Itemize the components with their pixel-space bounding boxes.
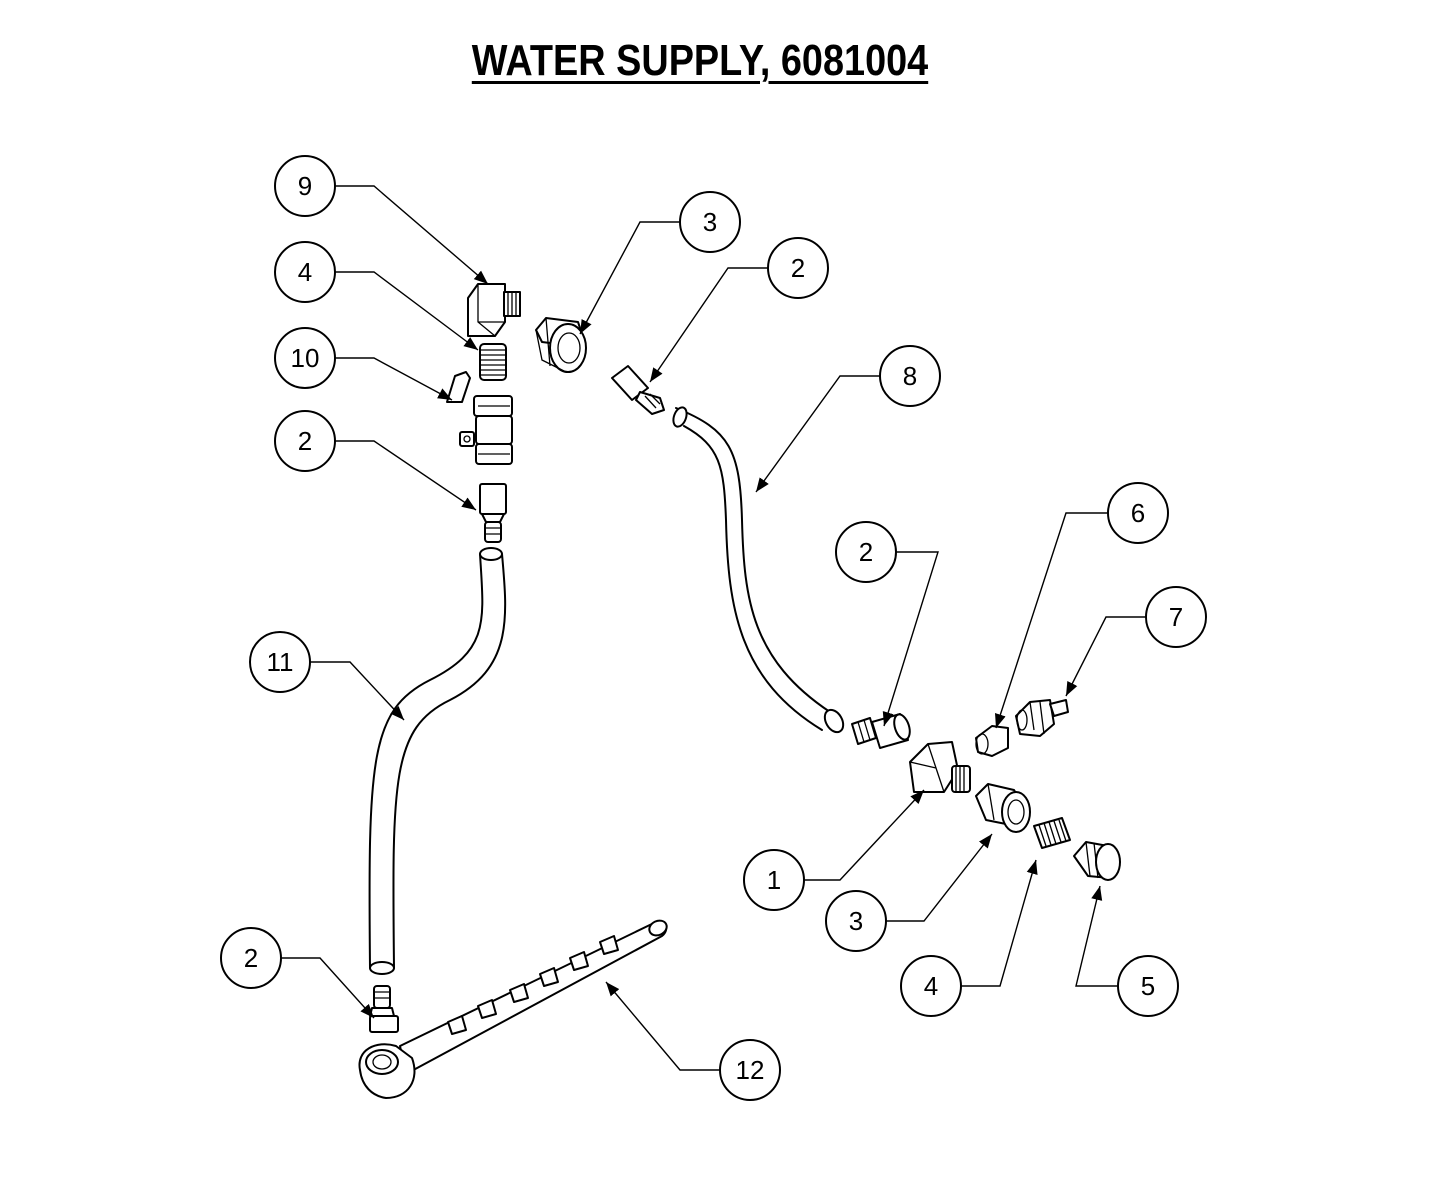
part-9-elbow xyxy=(467,283,521,337)
part-6-adapter xyxy=(975,725,1009,757)
part-7-fitting xyxy=(1015,699,1069,737)
part-2-hose-barb-upper-left xyxy=(479,483,507,543)
part-2-hose-barb-top xyxy=(611,365,665,415)
svg-text:3: 3 xyxy=(703,207,717,237)
svg-text:4: 4 xyxy=(924,971,938,1001)
part-8-hose xyxy=(672,406,845,734)
callout-1: 1 xyxy=(743,849,805,911)
svg-text:3: 3 xyxy=(849,906,863,936)
callout-12: 12 xyxy=(719,1039,781,1101)
callout-5: 5 xyxy=(1117,955,1179,1017)
callout-4-lower: 4 xyxy=(900,955,962,1017)
page-title: WATER SUPPLY, 6081004 xyxy=(98,36,1302,86)
svg-text:6: 6 xyxy=(1131,498,1145,528)
part-12-manifold xyxy=(358,919,668,1099)
part-4-nipple-lower xyxy=(1033,817,1071,849)
svg-text:2: 2 xyxy=(244,943,258,973)
part-1-tee xyxy=(909,741,971,793)
part-4-nipple-top xyxy=(479,343,507,381)
part-3-coupling-top xyxy=(535,317,587,373)
part-2-hose-barb-lower xyxy=(369,985,399,1033)
part-11-hose xyxy=(368,547,507,975)
page-title-text: WATER SUPPLY, 6081004 xyxy=(471,36,929,85)
callout-6: 6 xyxy=(1107,482,1169,544)
callout-2-right: 2 xyxy=(835,521,897,583)
svg-text:12: 12 xyxy=(736,1055,765,1085)
svg-text:2: 2 xyxy=(298,426,312,456)
part-10-ball-valve xyxy=(446,371,513,465)
part-3-coupling-lower xyxy=(975,783,1031,833)
callout-2-top: 2 xyxy=(767,237,829,299)
callout-3-top: 3 xyxy=(679,191,741,253)
svg-text:1: 1 xyxy=(767,865,781,895)
part-5-cap xyxy=(1073,841,1121,881)
callout-11: 11 xyxy=(249,631,311,693)
svg-text:2: 2 xyxy=(859,537,873,567)
svg-text:11: 11 xyxy=(267,647,294,677)
svg-text:7: 7 xyxy=(1169,602,1183,632)
svg-text:5: 5 xyxy=(1141,971,1155,1001)
svg-text:10: 10 xyxy=(291,343,320,373)
callout-4-top: 4 xyxy=(274,241,336,303)
svg-text:9: 9 xyxy=(298,171,312,201)
callout-2-lower: 2 xyxy=(220,927,282,989)
callout-8: 8 xyxy=(879,345,941,407)
part-2-hose-barb-right xyxy=(851,713,911,749)
leader-lines xyxy=(281,185,1146,1071)
manifold-nozzles xyxy=(447,935,619,1035)
svg-text:4: 4 xyxy=(298,257,312,287)
svg-text:2: 2 xyxy=(791,253,805,283)
callout-7: 7 xyxy=(1145,586,1207,648)
callout-2-upper-left: 2 xyxy=(274,410,336,472)
callout-3-lower: 3 xyxy=(825,890,887,952)
callout-10: 10 xyxy=(274,327,336,389)
svg-text:8: 8 xyxy=(903,361,917,391)
callout-9: 9 xyxy=(274,155,336,217)
